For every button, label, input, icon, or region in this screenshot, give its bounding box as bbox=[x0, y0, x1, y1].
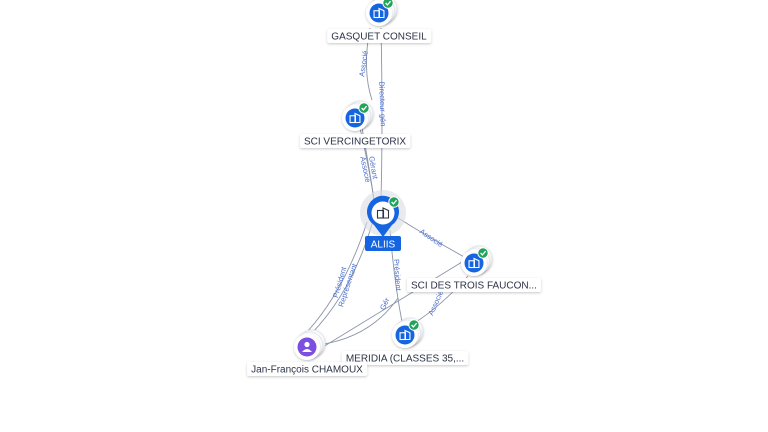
edge-aliis-gasquet bbox=[380, 27, 383, 201]
building-icon bbox=[399, 329, 411, 341]
person-icon bbox=[302, 341, 312, 352]
edge-label: Associé bbox=[426, 289, 445, 317]
node-label: GASQUET CONSEIL bbox=[331, 32, 427, 43]
verified-check-icon bbox=[408, 319, 420, 331]
node-meridia[interactable]: MERIDIA (CLASSES 35,... bbox=[341, 317, 469, 365]
edge-jf-faucon bbox=[317, 261, 463, 351]
node-verc[interactable]: SCI VERCINGETORIX bbox=[299, 100, 411, 148]
node-label: Jan-François CHAMOUX bbox=[251, 365, 363, 376]
edge-jf-aliis bbox=[306, 221, 368, 333]
center-label-bg bbox=[365, 236, 401, 251]
node-label-bg bbox=[407, 278, 541, 292]
building-icon bbox=[373, 7, 385, 19]
node-label: MERIDIA (CLASSES 35,... bbox=[346, 354, 464, 365]
node-label-bg bbox=[247, 362, 368, 376]
verified-check-icon bbox=[388, 196, 400, 208]
node-label: SCI VERCINGETORIX bbox=[304, 137, 406, 148]
node-jf[interactable]: Jan-François CHAMOUX bbox=[247, 329, 368, 376]
node-label-bg bbox=[299, 134, 411, 148]
edge-label: Président bbox=[392, 259, 403, 292]
verified-check-icon bbox=[358, 102, 370, 114]
nodes-layer: GASQUET CONSEIL SCI VERCINGETORIX ALIIS SCI… bbox=[247, 0, 541, 376]
verified-check-icon bbox=[477, 247, 489, 259]
edge-label: Directeur gén bbox=[377, 81, 388, 126]
node-label-bg bbox=[327, 29, 432, 43]
node-label: ALIIS bbox=[371, 240, 396, 251]
node-label-bg bbox=[341, 351, 469, 365]
node-faucon[interactable]: SCI DES TROIS FAUCON... bbox=[407, 245, 541, 292]
node-gasquet[interactable]: GASQUET CONSEIL bbox=[327, 0, 432, 43]
edge-label: Associé bbox=[357, 50, 370, 77]
edge-label: Gérant bbox=[367, 155, 380, 180]
building-icon bbox=[376, 207, 390, 219]
verified-check-icon bbox=[382, 0, 394, 9]
node-label: SCI DES TROIS FAUCON... bbox=[411, 281, 537, 292]
node-aliis[interactable]: ALIIS bbox=[360, 190, 406, 251]
building-icon bbox=[468, 257, 480, 269]
building-icon bbox=[349, 112, 361, 124]
edge-label: Associé bbox=[418, 227, 445, 249]
